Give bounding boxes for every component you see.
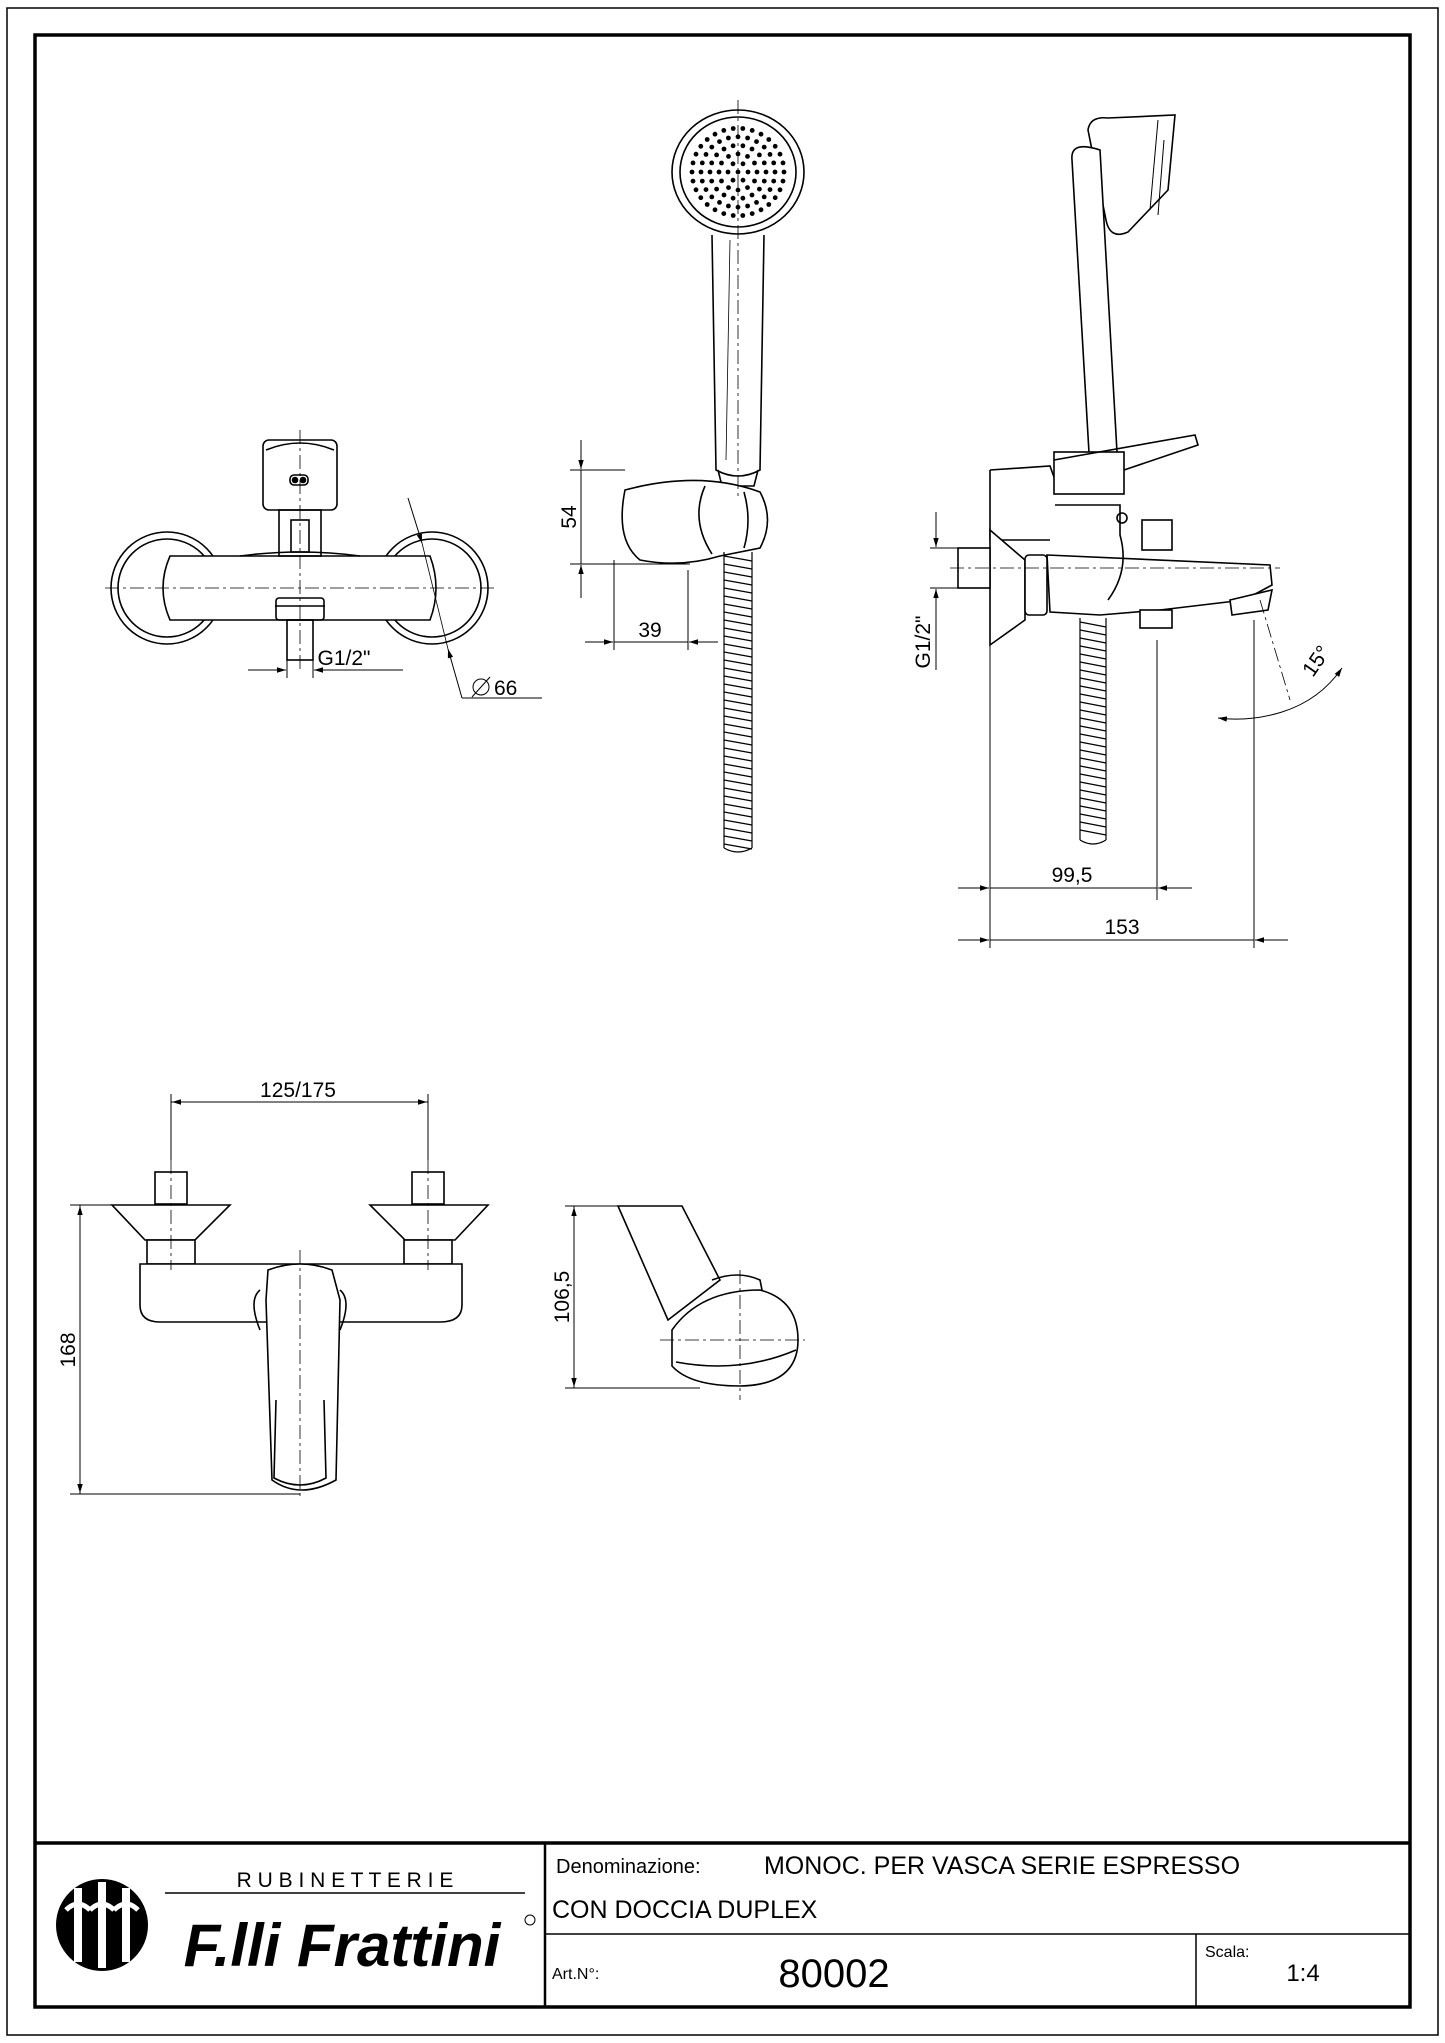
dim-label-54: 54 <box>558 505 581 529</box>
shower-face-holes <box>689 126 787 218</box>
dim-front-125-175 <box>170 1094 429 1160</box>
hose-front <box>723 552 753 853</box>
dim-shower-39 <box>585 560 718 650</box>
holder-side-view <box>616 1205 799 1387</box>
dim-holder-1065 <box>565 1205 700 1389</box>
front-view-mixer <box>110 1171 490 1491</box>
dim-label-39: 39 <box>638 619 661 642</box>
article-number: 80002 <box>778 1952 889 1996</box>
dim-side-angle <box>1217 667 1343 722</box>
denomination-line1: MONOC. PER VASCA SERIE ESPRESSO <box>764 1852 1240 1880</box>
title-block-lines <box>35 1841 1410 2007</box>
hose-side <box>1079 618 1107 845</box>
dim-side-995 <box>958 640 1192 948</box>
brand-name: F.lli Frattini <box>184 1912 502 1979</box>
denomination-label: Denominazione: <box>556 1856 701 1878</box>
dim-label-diameter: 66 <box>494 677 517 700</box>
side-centerlines <box>950 567 1291 701</box>
dim-label-side-thread: G1/2" <box>912 616 935 669</box>
dim-label-angle: 15° <box>1298 642 1335 681</box>
dim-label-1065: 106,5 <box>551 1271 574 1324</box>
article-label: Art.N°: <box>552 1966 599 1983</box>
denomination-line2: CON DOCCIA DUPLEX <box>552 1896 818 1924</box>
dim-label-168: 168 <box>57 1332 80 1367</box>
top-view-centerlines <box>105 430 495 670</box>
dim-label-995: 99,5 <box>1052 864 1093 887</box>
inner-frame <box>33 33 1412 2009</box>
front-centerlines <box>170 1160 429 1500</box>
scale-value: 1:4 <box>1286 1960 1319 1987</box>
dim-front-168 <box>70 1204 300 1495</box>
brand-logo <box>56 1879 536 1971</box>
dim-side-153 <box>958 620 1288 948</box>
dim-label-125-175: 125/175 <box>260 1079 336 1102</box>
scale-label: Scala: <box>1205 1944 1249 1961</box>
top-view-mixer <box>110 439 489 661</box>
holder-centerlines <box>660 1270 805 1400</box>
side-view-mixer <box>957 114 1274 647</box>
dim-label-153: 153 <box>1104 916 1139 939</box>
dim-side-thread <box>930 512 958 670</box>
outer-frame <box>6 7 1439 2036</box>
dim-top-diameter <box>407 497 542 699</box>
brand-top-text: R U B I N E T T E R I E <box>237 1869 454 1892</box>
hand-shower-front <box>621 109 805 564</box>
dim-top-nut <box>248 640 403 678</box>
dim-label-nut-thread: G1/2" <box>318 647 371 670</box>
dim-shower-54 <box>570 440 690 598</box>
